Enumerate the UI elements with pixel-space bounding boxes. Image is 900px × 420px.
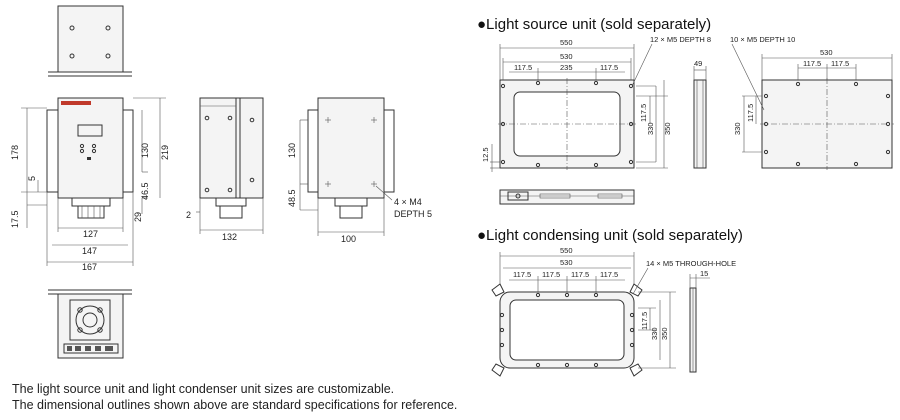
ls-rear-dim-530: 530 — [820, 48, 833, 57]
dim-2: 2 — [186, 210, 191, 220]
light-source-rear-view — [731, 43, 894, 170]
light-source-side-view — [693, 66, 707, 169]
dim-5: 5 — [27, 176, 37, 181]
heading-light-condensing: ●Light condensing unit (sold separately) — [477, 227, 743, 244]
lc-dim-530: 530 — [560, 258, 573, 267]
ls-rear-dim-117v: 117.5 — [746, 104, 755, 122]
lc-dim-seg3: 117.5 — [571, 270, 589, 279]
light-condensing-front-view — [491, 252, 676, 377]
lc-label-m5-through: 14 × M5 THROUGH-HOLE — [646, 259, 736, 268]
lc-dim-330: 330 — [650, 327, 659, 340]
lc-dim-seg1: 117.5 — [513, 270, 531, 279]
lc-dim-seg2: 117.5 — [542, 270, 560, 279]
ls-dim-530: 530 — [560, 52, 573, 61]
ls-dim-330: 330 — [646, 122, 655, 135]
ls-rear-dim-117b: 117.5 — [831, 59, 849, 68]
ls-dim-12-5: 12.5 — [481, 147, 490, 162]
lc-dim-117v: 117.5 — [640, 312, 649, 330]
dim-219: 219 — [160, 145, 170, 160]
ls-dim-49: 49 — [694, 59, 702, 68]
dim-130: 130 — [140, 143, 150, 158]
note-standard-specs: The dimensional outlines shown above are… — [12, 398, 458, 412]
ls-rear-dim-330: 330 — [733, 122, 742, 135]
dim-132: 132 — [222, 232, 237, 242]
dim-127: 127 — [83, 229, 98, 239]
dim-17-5: 17.5 — [10, 210, 20, 228]
label-depth5: DEPTH 5 — [394, 209, 432, 219]
ls-rear-dim-117a: 117.5 — [803, 59, 821, 68]
dim-side-130: 130 — [287, 143, 297, 158]
light-source-front-view — [490, 43, 668, 172]
lc-dim-seg4: 117.5 — [600, 270, 618, 279]
main-unit-top-view — [48, 5, 132, 77]
lc-dim-15: 15 — [700, 269, 708, 278]
ls-dim-117v: 117.5 — [639, 104, 648, 122]
ls-dim-550: 550 — [560, 38, 573, 47]
ls-label-m5-depth8: 12 × M5 DEPTH 8 — [650, 35, 711, 44]
ls-dim-117b: 117.5 — [600, 63, 618, 72]
light-condensing-side-view — [689, 274, 710, 373]
light-source-bottom-view — [499, 189, 635, 205]
lc-dim-550: 550 — [560, 246, 573, 255]
ls-dim-235: 235 — [560, 63, 573, 72]
dim-178: 178 — [10, 145, 20, 160]
dim-48-5: 48.5 — [287, 189, 297, 207]
dim-29: 29 — [133, 212, 143, 222]
ls-dim-350: 350 — [663, 122, 672, 135]
ls-dim-117a: 117.5 — [514, 63, 532, 72]
label-4xM4: 4 × M4 — [394, 197, 422, 207]
dim-46-5: 46.5 — [140, 182, 150, 200]
main-unit-rear-view — [299, 97, 395, 236]
dim-167: 167 — [82, 262, 97, 272]
dim-100: 100 — [341, 234, 356, 244]
main-unit-side-view — [196, 97, 264, 234]
main-unit-front-view — [21, 97, 166, 266]
heading-light-source: ●Light source unit (sold separately) — [477, 16, 711, 33]
main-unit-bottom-view — [48, 289, 132, 359]
dim-147: 147 — [82, 246, 97, 256]
lc-dim-350: 350 — [660, 327, 669, 340]
note-customizable: The light source unit and light condense… — [12, 382, 395, 396]
ls-label-m5-depth10: 10 × M5 DEPTH 10 — [730, 35, 795, 44]
